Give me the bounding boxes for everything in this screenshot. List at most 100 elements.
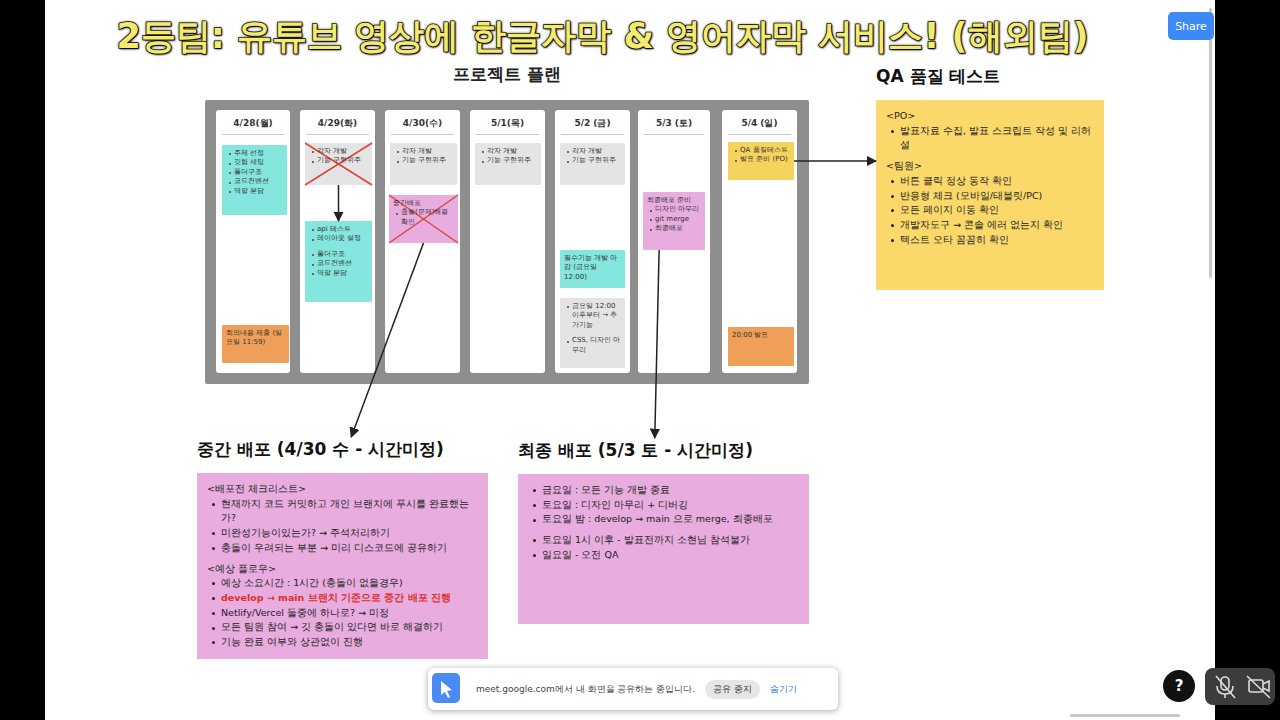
camera-slash [1247, 676, 1270, 698]
panel-text: 버튼 클릭 정상 동작 확인 [886, 174, 1094, 189]
panel-text: 일요일 - 오전 QA [528, 548, 799, 563]
connector-arrow [794, 160, 876, 162]
sticky-note: QA 품질테스트발표 준비 (PO) [728, 142, 794, 180]
panel-text: Netlify/Vercel 둘중에 하나로? → 미정 [207, 606, 478, 621]
sticky-note: 주제 선정깃헙 세팅폴더구조코드컨벤션역할 분담 [222, 145, 287, 215]
note-text: 레이아웃 설정 [309, 234, 368, 243]
connector-arrow [351, 243, 423, 437]
note-text: 깃헙 세팅 [226, 158, 283, 167]
date-header: 5/3 (토) [644, 110, 704, 135]
note-text: 최종배포 준비 [647, 196, 701, 205]
panel-text: 모든 팀원 참여 → 깃 충돌이 있다면 바로 해결하기 [207, 620, 478, 635]
date-header: 5/4 (일) [728, 110, 791, 135]
note-text: 폴더구조 [309, 250, 368, 259]
panel-text: 텍스트 오타 꼼꼼히 확인 [886, 233, 1094, 248]
board-heading: 프로젝트 플랜 [205, 62, 809, 86]
panel-text: 토요일 : 디자인 마무리 + 디버깅 [528, 498, 799, 513]
sticky-note: 회의내용 제출 (일요일 11:59) [222, 325, 289, 363]
plan-board: 프로젝트 플랜4/28(월)주제 선정깃헙 세팅폴더구조코드컨벤션역할 분담회의… [205, 100, 809, 384]
panel-text: <예상 플로우> [207, 562, 478, 577]
button-label: Share [1175, 20, 1207, 33]
panel-text: 모든 페이지 이동 확인 [886, 203, 1094, 218]
note-text: 코드컨벤션 [226, 177, 283, 186]
panel-text: 충돌이 우려되는 부분 → 미리 디스코드에 공유하기 [207, 541, 478, 556]
mute-slash [1216, 676, 1235, 698]
crossed-note: 각자 개발기능 구현위주 [305, 143, 372, 185]
day-column: 5/2 (금)각자 개발기능 구현위주필수기능 개발 마감 (금요일 12:00… [555, 110, 630, 373]
day-column: 5/1(목)각자 개발기능 구현위주 [470, 110, 545, 373]
sticky-note: 각자 개발기능 구현위주 [390, 143, 457, 185]
panel-heading: 중간 배포 (4/30 수 - 시간미정) [197, 437, 488, 461]
note-text: 역할 분담 [226, 187, 283, 196]
note-text: 금요일 12:00 이후부터 → 추가기능 [564, 302, 621, 330]
note-text: 역할 분담 [309, 269, 368, 278]
panel-box: <배포전 체크리스트>현재까지 코드 커밋하고 개인 브랜치에 푸시를 완료했는… [197, 473, 488, 659]
note-text: 각자 개발 [394, 147, 453, 156]
share-button: Share [1168, 12, 1214, 40]
panel-text: 기능 완료 여부와 상관없이 진행 [207, 635, 478, 650]
panel-heading: 최종 배포 (5/3 토 - 시간미정) [518, 438, 809, 462]
note-text: 기능 구현위주 [479, 156, 537, 165]
panel-text: <팀원> [886, 159, 1094, 174]
crossed-note: 중간배포충돌(문제)해결 확인 [389, 195, 458, 243]
note-text: 충돌(문제)해결 확인 [393, 208, 454, 227]
note-text: CSS, 디자인 마무리 [564, 336, 621, 355]
sticky-note: 각자 개발기능 구현위주 [475, 143, 541, 185]
help-button: ? [1163, 670, 1195, 702]
video-title: 2등팀: 유튜브 영상에 한글자막 & 영어자막 서비스! (해외팀) [40, 14, 1165, 58]
note-text: 폴더구조 [226, 168, 283, 177]
stop-share-button: 공유 중지 [705, 680, 760, 699]
sticky-note: api 테스트레이아웃 설정폴더구조코드컨벤션역할 분담 [305, 221, 372, 302]
day-column: 5/3 (토) 최종배포 준비디자인 마무리git merge최종배포 [638, 110, 710, 373]
deploy-panel: 최종 배포 (5/3 토 - 시간미정)금요일 : 모든 기능 개발 종료토요일… [518, 438, 809, 624]
qa-panel: QA 품질 테스트 <PO>발표자료 수집, 발표 스크립트 작성 및 리허설<팀… [876, 64, 1104, 290]
panel-text: 금요일 : 모든 기능 개발 종료 [528, 483, 799, 498]
date-header: 4/29(화) [306, 110, 369, 135]
panel-box: <PO>발표자료 수집, 발표 스크립트 작성 및 리허설<팀원>버튼 클릭 정… [876, 100, 1104, 290]
panel-text: 개발자도구 → 콘솔 에러 없는지 확인 [886, 218, 1094, 233]
sticky-note: 필수기능 개발 마감 (금요일 12:00) [560, 250, 625, 288]
cursor-tool [432, 673, 460, 703]
sticky-note: 최종배포 준비디자인 마무리git merge최종배포 [643, 192, 705, 250]
sticky-note: 금요일 12:00 이후부터 → 추가기능 CSS, 디자인 마무리 [560, 298, 625, 368]
panel-text: <배포전 체크리스트> [207, 482, 478, 497]
cursor-icon [441, 681, 452, 698]
note-text: api 테스트 [309, 225, 368, 234]
sticky-note: 각자 개발기능 구현위주 [560, 143, 625, 185]
note-text: 기능 구현위주 [309, 156, 368, 165]
cross-line [305, 143, 372, 185]
note-text: 필수기능 개발 마감 (금요일 12:00) [564, 254, 621, 282]
connector-arrow [338, 185, 340, 221]
day-column: 5/4 (일) QA 품질테스트발표 준비 (PO) 20:00 발표 [722, 110, 797, 373]
note-text: git merge [647, 215, 701, 224]
media-controls [1205, 668, 1275, 705]
screen-share-bar: meet.google.com에서 내 화면을 공유하는 중입니다.공유 중지숨… [428, 668, 838, 710]
panel-text: 미완성기능이있는가? → 주석처리하기 [207, 526, 478, 541]
cross-line [305, 143, 372, 185]
panel-text: 토요일 밤 : develop → main 으로 merge, 최종배포 [528, 512, 799, 527]
note-text: 각자 개발 [564, 147, 621, 156]
mic-icon [1217, 686, 1233, 698]
cross-line [389, 195, 458, 243]
panel-text: 토요일 1시 이후 - 발표전까지 소현님 참석불가 [528, 533, 799, 548]
panel-text: 예상 소요시간 : 1시간 (충돌이 없을경우) [207, 576, 478, 591]
note-text: QA 품질테스트 [732, 146, 790, 155]
note-text: 디자인 마무리 [647, 205, 701, 214]
panel-text: 반응형 체크 (모바일/태블릿/PC) [886, 189, 1094, 204]
panel-heading: QA 품질 테스트 [876, 64, 1104, 88]
note-text: 각자 개발 [309, 147, 368, 156]
note-text: 기능 구현위주 [394, 156, 453, 165]
cross-line [389, 195, 458, 243]
date-header: 4/28(월) [222, 110, 284, 135]
deploy-panel: 중간 배포 (4/30 수 - 시간미정) <배포전 체크리스트>현재까지 코드 … [197, 437, 488, 659]
note-text: 중간배포 [393, 199, 454, 208]
button-label: ? [1175, 677, 1184, 695]
panel-box: 금요일 : 모든 기능 개발 종료토요일 : 디자인 마무리 + 디버깅토요일 … [518, 474, 809, 624]
day-column: 4/29(화)각자 개발기능 구현위주api 테스트레이아웃 설정폴더구조코드컨… [300, 110, 375, 373]
note-text: 주제 선정 [226, 149, 283, 158]
sticky-note: 20:00 발표 [728, 327, 794, 366]
day-column: 4/30(수)각자 개발기능 구현위주중간배포충돌(문제)해결 확인 [385, 110, 460, 373]
note-text: 회의내용 제출 (일요일 11:59) [226, 329, 285, 348]
connector-arrow [655, 250, 659, 438]
